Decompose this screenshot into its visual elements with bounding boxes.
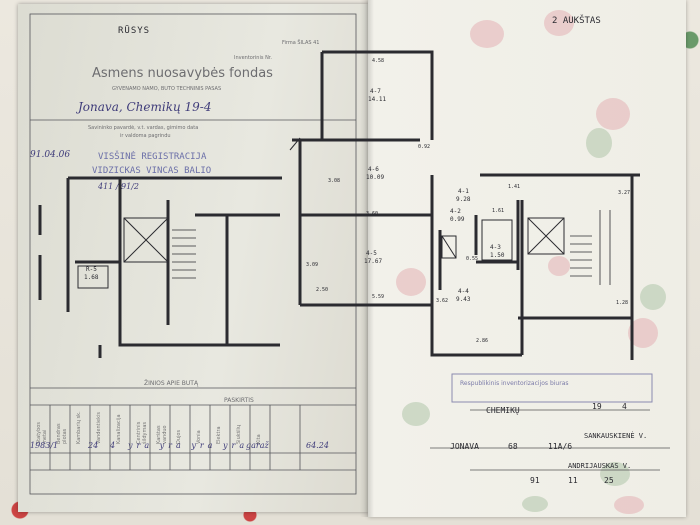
tracing-flower — [614, 496, 644, 514]
dimension-label: 0.55 — [466, 256, 479, 262]
tracing-leaf — [640, 284, 666, 310]
table-cell-area: 24 — [88, 441, 99, 450]
tracing-flower — [544, 10, 574, 36]
dimension-label: 3.60 — [366, 211, 379, 217]
stamp-line2: VIDZICKAS VINCAS BALIO — [92, 166, 212, 176]
table-cell-total: 64.24 — [306, 441, 329, 450]
room-4-1-label: 4-1 — [458, 188, 469, 195]
surveyor-2: ANDRIJAUSKAS V. — [568, 462, 632, 470]
address-apartment: 4 — [622, 402, 627, 411]
room-4-1-area: 9.28 — [456, 196, 471, 203]
table-cell-last: garaž — [246, 441, 269, 450]
room-4-5-area: 17.67 — [364, 258, 383, 265]
dimension-label: 0.92 — [418, 144, 431, 150]
address-code: 68 — [508, 442, 518, 451]
surveyor-1: SANKAUSKIENĖ V. — [584, 432, 648, 440]
room-4-3-area: 1.50 — [490, 252, 505, 259]
dimension-label: 3.62 — [436, 298, 449, 304]
in-use-label: ir valdoma pagrindu — [120, 133, 171, 139]
tracing-flower — [470, 20, 504, 48]
handwritten-date: 91.04.06 — [30, 150, 71, 160]
date-month: 11 — [568, 476, 578, 485]
tracing-leaf — [600, 462, 630, 486]
institution-stamp: Respublikinis inventorizacijos biuras — [460, 380, 569, 387]
tracing-leaf — [522, 496, 548, 512]
dimension-label: 3.27 — [618, 190, 631, 196]
right-header-title: 2 AUKŠTAS — [552, 16, 601, 26]
table-title: ŽINIOS APIE BUTĄ — [144, 380, 199, 387]
date-year: 91 — [530, 476, 540, 485]
tracing-flower — [548, 256, 570, 276]
room-4-4-area: 9.43 — [456, 296, 471, 303]
room-4-4-label: 4-4 — [458, 288, 469, 295]
table-cell-year: 1983/1 — [30, 441, 59, 450]
room-4-6-label: 4-6 — [368, 166, 379, 173]
firm-label: Firma ŠILAS 41 — [282, 40, 320, 46]
form-title: Asmens nuosavybės fondas — [92, 66, 273, 81]
room-r5-area: 1.68 — [84, 274, 99, 281]
fold-shadow — [360, 0, 374, 517]
left-sheet — [18, 4, 368, 512]
date-day: 25 — [604, 476, 614, 485]
room-4-7-label: 4-7 — [370, 88, 381, 95]
dimension-label: 5.59 — [372, 294, 385, 300]
dimension-label: 1.28 — [616, 300, 629, 306]
tracing-flower — [396, 268, 426, 296]
dimension-label: 4.58 — [372, 58, 385, 64]
room-4-6-area: 10.09 — [366, 174, 385, 181]
tracing-leaf — [402, 402, 430, 426]
room-r5-label: R-5 — [86, 266, 97, 273]
tracing-flower — [596, 98, 630, 130]
address-street: CHEMIKŲ — [486, 406, 520, 415]
room-4-5-label: 4-5 — [366, 250, 377, 257]
table-cell-marks: yra yra yra yra — [128, 441, 249, 450]
handwritten-address: Jonava, Chemikų 19-4 — [78, 100, 212, 114]
room-4-2-area: 0.99 — [450, 216, 465, 223]
dimension-label: 2.50 — [316, 287, 329, 293]
dimension-label: 1.41 — [508, 184, 521, 190]
tracing-leaf — [586, 128, 612, 158]
dimension-label: 3.08 — [328, 178, 341, 184]
table-cell-rooms: 4 — [110, 441, 116, 450]
owner-label: Savininko pavardė, v.t. vardas, gimimo d… — [88, 125, 199, 131]
address-house: 19 — [592, 402, 602, 411]
dimension-label: 1.61 — [492, 208, 505, 214]
address-block: 11A/6 — [548, 442, 573, 451]
dimension-label: 3.09 — [306, 262, 319, 268]
stamp-line1: VISŠINĖ REGISTRACIJA — [98, 152, 207, 162]
form-subtitle: GYVENAMO NAMO, BUTO TECHNINIS PASAS — [112, 86, 222, 92]
dimension-label: 2.86 — [476, 338, 489, 344]
room-4-7-area: 14.11 — [368, 96, 387, 103]
room-4-3-label: 4-3 — [490, 244, 501, 251]
table-header: PASKIRTIS — [224, 397, 254, 404]
room-4-2-label: 4-2 — [450, 208, 461, 215]
left-header-title: RŪSYS — [118, 26, 151, 36]
inventory-label: Inventorinis Nr. — [234, 55, 272, 61]
address-city: JONAVA — [450, 442, 479, 451]
